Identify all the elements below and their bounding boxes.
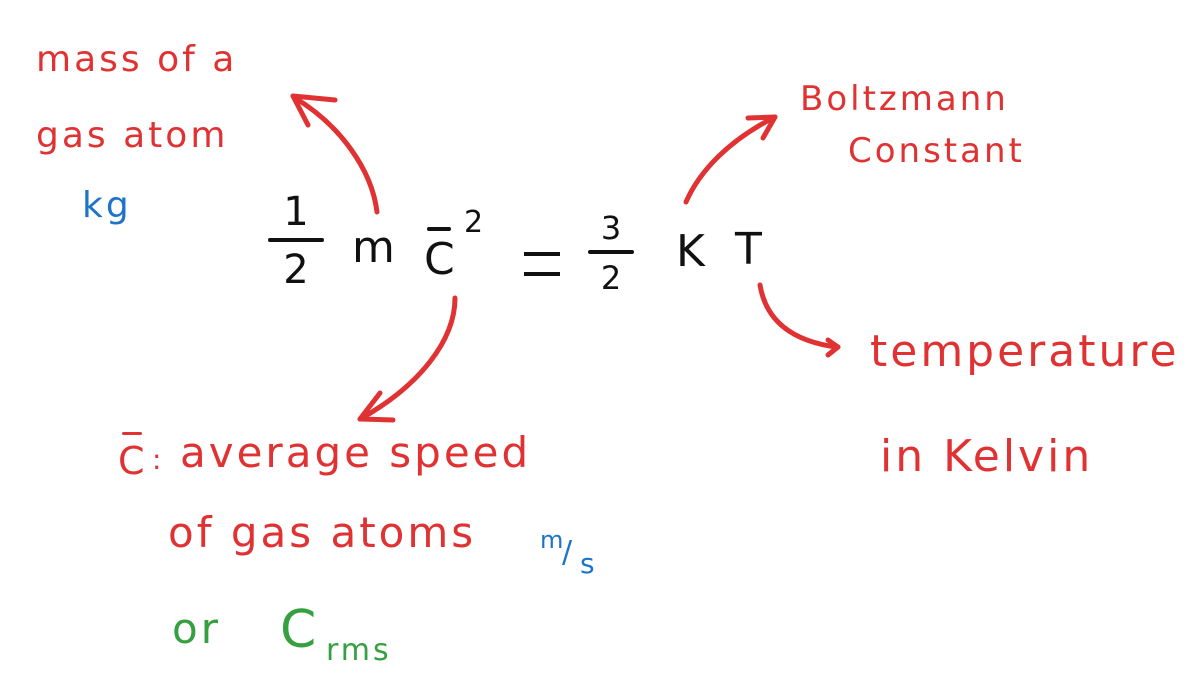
mass-unit-label: kg	[82, 185, 132, 226]
speed-label-line2: of gas atoms	[168, 508, 477, 557]
arrow-to-speed	[357, 295, 458, 423]
alt-subscript: rms	[326, 633, 392, 668]
lhs-numerator: 1	[283, 189, 309, 235]
lhs-denominator: 2	[283, 247, 309, 293]
equals-sign	[524, 252, 560, 276]
rhs-fraction: 3 2	[588, 212, 634, 294]
boltzmann-label-line2: Constant	[848, 131, 1025, 171]
speed-annotation-symbol: C	[118, 439, 148, 483]
speed-label-line1: average speed	[180, 428, 532, 477]
speed-annotation-separator: :	[152, 443, 165, 476]
mass-label-line1: mass of a	[36, 39, 238, 80]
temperature-label-line2: in Kelvin	[880, 431, 1094, 482]
boltzmann-symbol: K	[676, 226, 705, 277]
alt-symbol: C	[280, 600, 320, 660]
speed-overbar	[427, 227, 451, 231]
lhs-fraction: 1 2	[268, 192, 324, 290]
mass-symbol: m	[352, 222, 395, 273]
rhs-numerator: 3	[600, 209, 622, 247]
boltzmann-label-line1: Boltzmann	[800, 79, 1009, 119]
speed-unit-denominator: s	[580, 547, 598, 580]
arrow-to-boltzmann	[683, 114, 778, 205]
temperature-symbol: T	[735, 224, 762, 275]
rhs-fraction-bar	[588, 250, 634, 254]
alt-prefix: or	[172, 604, 221, 653]
speed-unit-numerator: m	[540, 526, 567, 554]
speed-annotation-overbar	[122, 432, 142, 435]
lhs-fraction-bar	[268, 238, 324, 242]
speed-unit-slash: /	[562, 535, 576, 570]
temperature-label-line1: temperature	[870, 326, 1180, 377]
rhs-denominator: 2	[600, 259, 622, 297]
arrow-to-temperature	[757, 282, 841, 358]
speed-symbol: C	[424, 234, 455, 285]
speed-exponent: 2	[464, 205, 484, 240]
mass-label-line2: gas atom	[36, 115, 229, 156]
